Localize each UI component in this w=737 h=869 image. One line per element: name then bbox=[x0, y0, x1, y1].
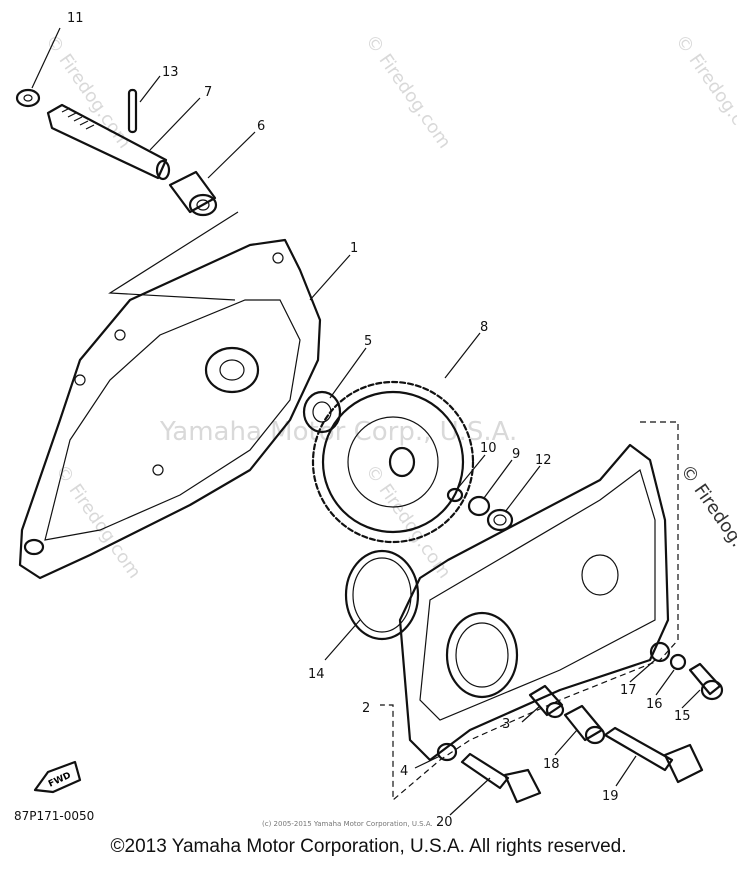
part-8-gear bbox=[311, 380, 475, 544]
callout-12: 12 bbox=[535, 453, 552, 468]
callout-8: 8 bbox=[480, 320, 488, 335]
callout-18: 18 bbox=[543, 757, 560, 772]
watermark-firedog: © Firedog.com bbox=[361, 31, 455, 153]
part-14-o-ring bbox=[344, 549, 420, 641]
watermark-firedog: © Firedog.com bbox=[676, 461, 737, 583]
part-1-cover bbox=[18, 238, 322, 580]
callout-9: 9 bbox=[512, 447, 520, 462]
fwd-label: FWD bbox=[47, 771, 73, 790]
callout-15: 15 bbox=[674, 709, 691, 724]
watermark-firedog: © Firedog.com bbox=[51, 461, 145, 583]
callout-11: 11 bbox=[67, 11, 84, 26]
callout-14: 14 bbox=[308, 667, 325, 682]
part-17-washer bbox=[649, 641, 671, 663]
callout-4: 4 bbox=[400, 764, 408, 779]
part-9-washer bbox=[467, 495, 491, 517]
part-3-dowel bbox=[528, 684, 565, 719]
watermark-firedog: © Firedog.com bbox=[41, 31, 135, 153]
copyright-small: (c) 2005-2015 Yamaha Motor Corporation, … bbox=[262, 820, 433, 828]
callout-5: 5 bbox=[364, 334, 372, 349]
callout-13: 13 bbox=[162, 65, 179, 80]
callout-1: 1 bbox=[350, 241, 358, 256]
part-15-bolt bbox=[688, 662, 724, 701]
callout-10: 10 bbox=[480, 441, 497, 456]
callouts: 11 13 7 6 1 5 8 10 9 12 14 2 3 4 18 17 1… bbox=[67, 11, 691, 830]
part-10-clip bbox=[446, 487, 464, 503]
callout-6: 6 bbox=[257, 119, 265, 134]
part-2-plate bbox=[380, 421, 679, 802]
fwd-arrow-icon: FWD bbox=[33, 760, 82, 794]
callout-19: 19 bbox=[602, 789, 619, 804]
callout-20: 20 bbox=[436, 815, 453, 830]
part-12-bushing bbox=[486, 508, 514, 532]
watermarks: © Firedog.com © Firedog.com © Firedog.co… bbox=[41, 31, 737, 583]
callout-7: 7 bbox=[204, 85, 212, 100]
part-13-pin bbox=[127, 88, 138, 134]
part-6-bushing bbox=[168, 170, 218, 217]
callout-3: 3 bbox=[502, 717, 510, 732]
part-11-washer bbox=[15, 88, 41, 108]
watermark-firedog: © Firedog.com bbox=[671, 31, 737, 153]
callout-2: 2 bbox=[362, 701, 370, 716]
part-16-washer bbox=[669, 653, 687, 671]
callout-17: 17 bbox=[620, 683, 637, 698]
figure-code: 87P171-0050 bbox=[14, 809, 95, 823]
leader-lines bbox=[31, 27, 701, 816]
part-7-shaft bbox=[46, 103, 171, 181]
part-19-bolt bbox=[603, 726, 704, 784]
callout-16: 16 bbox=[646, 697, 663, 712]
part-20-bolt bbox=[460, 752, 542, 804]
copyright-footer: ©2013 Yamaha Motor Corporation, U.S.A. A… bbox=[110, 836, 627, 857]
part-4-dowel bbox=[436, 742, 458, 762]
